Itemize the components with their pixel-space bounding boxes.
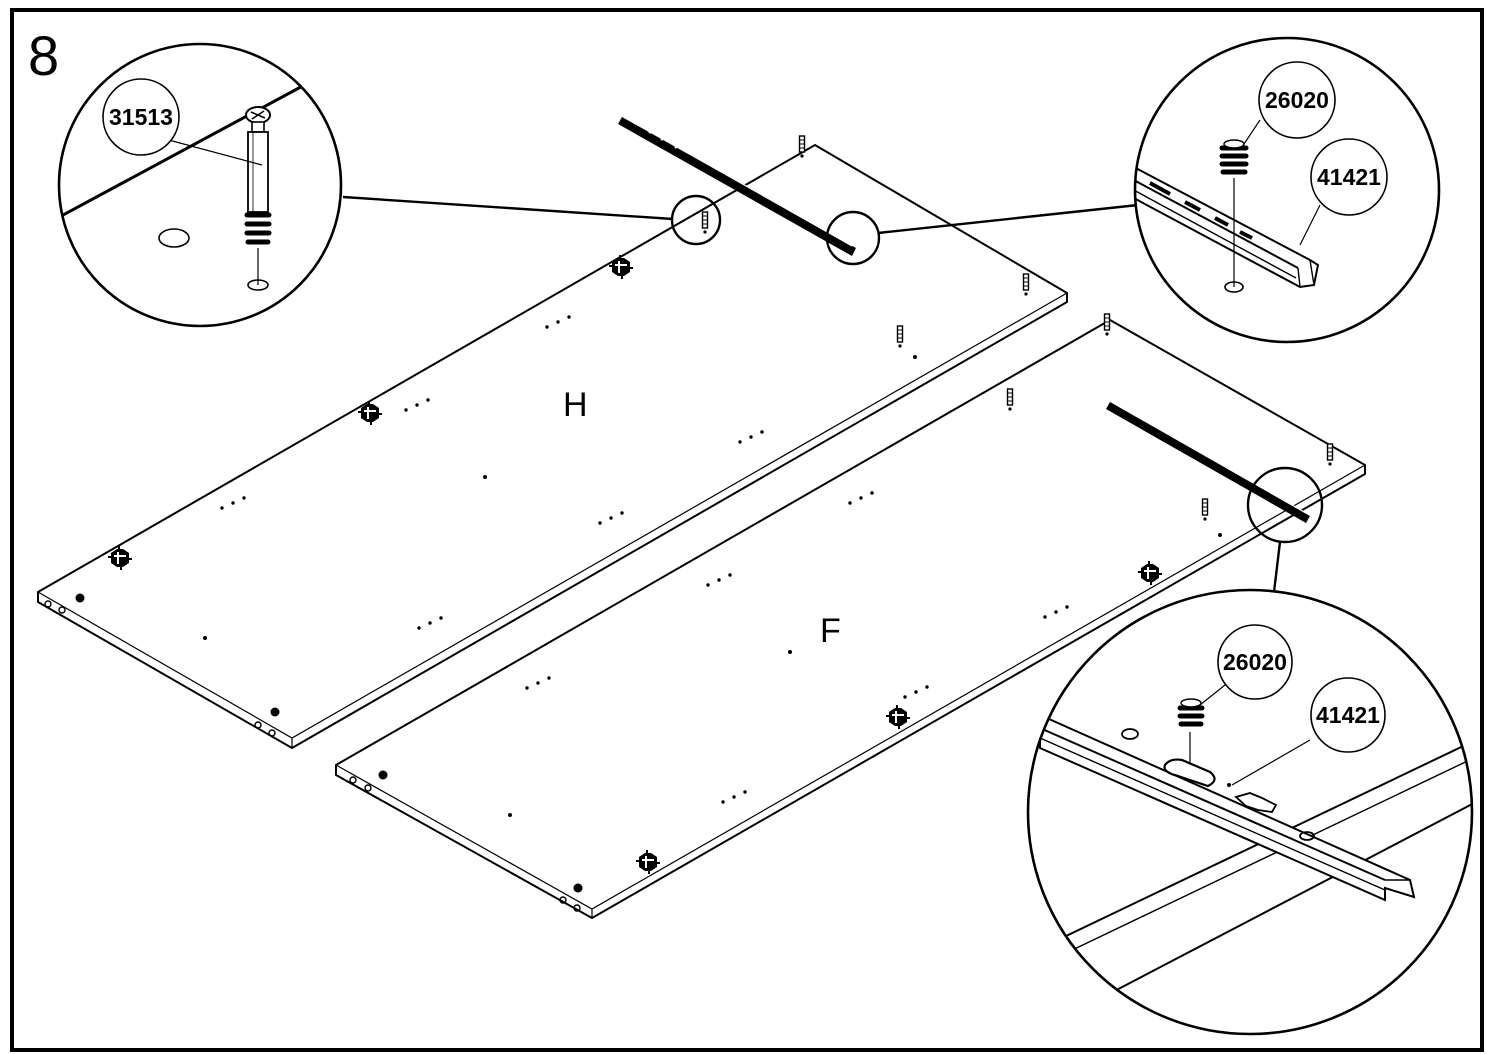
cam-holes: [349, 770, 583, 912]
callout-rail-top: 26020 41421: [1133, 36, 1441, 344]
panel-h: H: [37, 135, 1068, 749]
screw-icon: [1219, 139, 1249, 175]
panel-label-h: H: [563, 386, 588, 424]
panel-label-f: F: [820, 612, 841, 650]
cam-holes: [44, 593, 280, 737]
diagram-border: [10, 8, 1484, 1052]
part-number-31513: 31513: [109, 104, 173, 130]
leader-line: [877, 203, 1139, 235]
rail-41421-f: [1106, 402, 1310, 523]
detail-marker: [1246, 466, 1324, 544]
callout-cam-bolt: 31513: [57, 42, 343, 328]
callout-rail-bottom: 26020 41421: [1026, 588, 1474, 1036]
rail-41421-h: [618, 117, 856, 256]
shelf-pin-holes: [203, 315, 917, 640]
leader-line: [342, 195, 674, 221]
part-number-26020: 26020: [1223, 649, 1287, 675]
cam-bolt-icon: [244, 106, 272, 245]
shelf-pin-holes: [508, 491, 1222, 817]
panel-f: F: [335, 313, 1366, 919]
part-number-41421: 41421: [1316, 702, 1380, 728]
detail-marker: [825, 210, 881, 266]
part-number-41421: 41421: [1317, 164, 1381, 190]
part-number-26020: 26020: [1265, 87, 1329, 113]
leader-line: [1272, 541, 1282, 593]
screw-icon: [1177, 698, 1205, 727]
step-number: 8: [28, 24, 59, 87]
